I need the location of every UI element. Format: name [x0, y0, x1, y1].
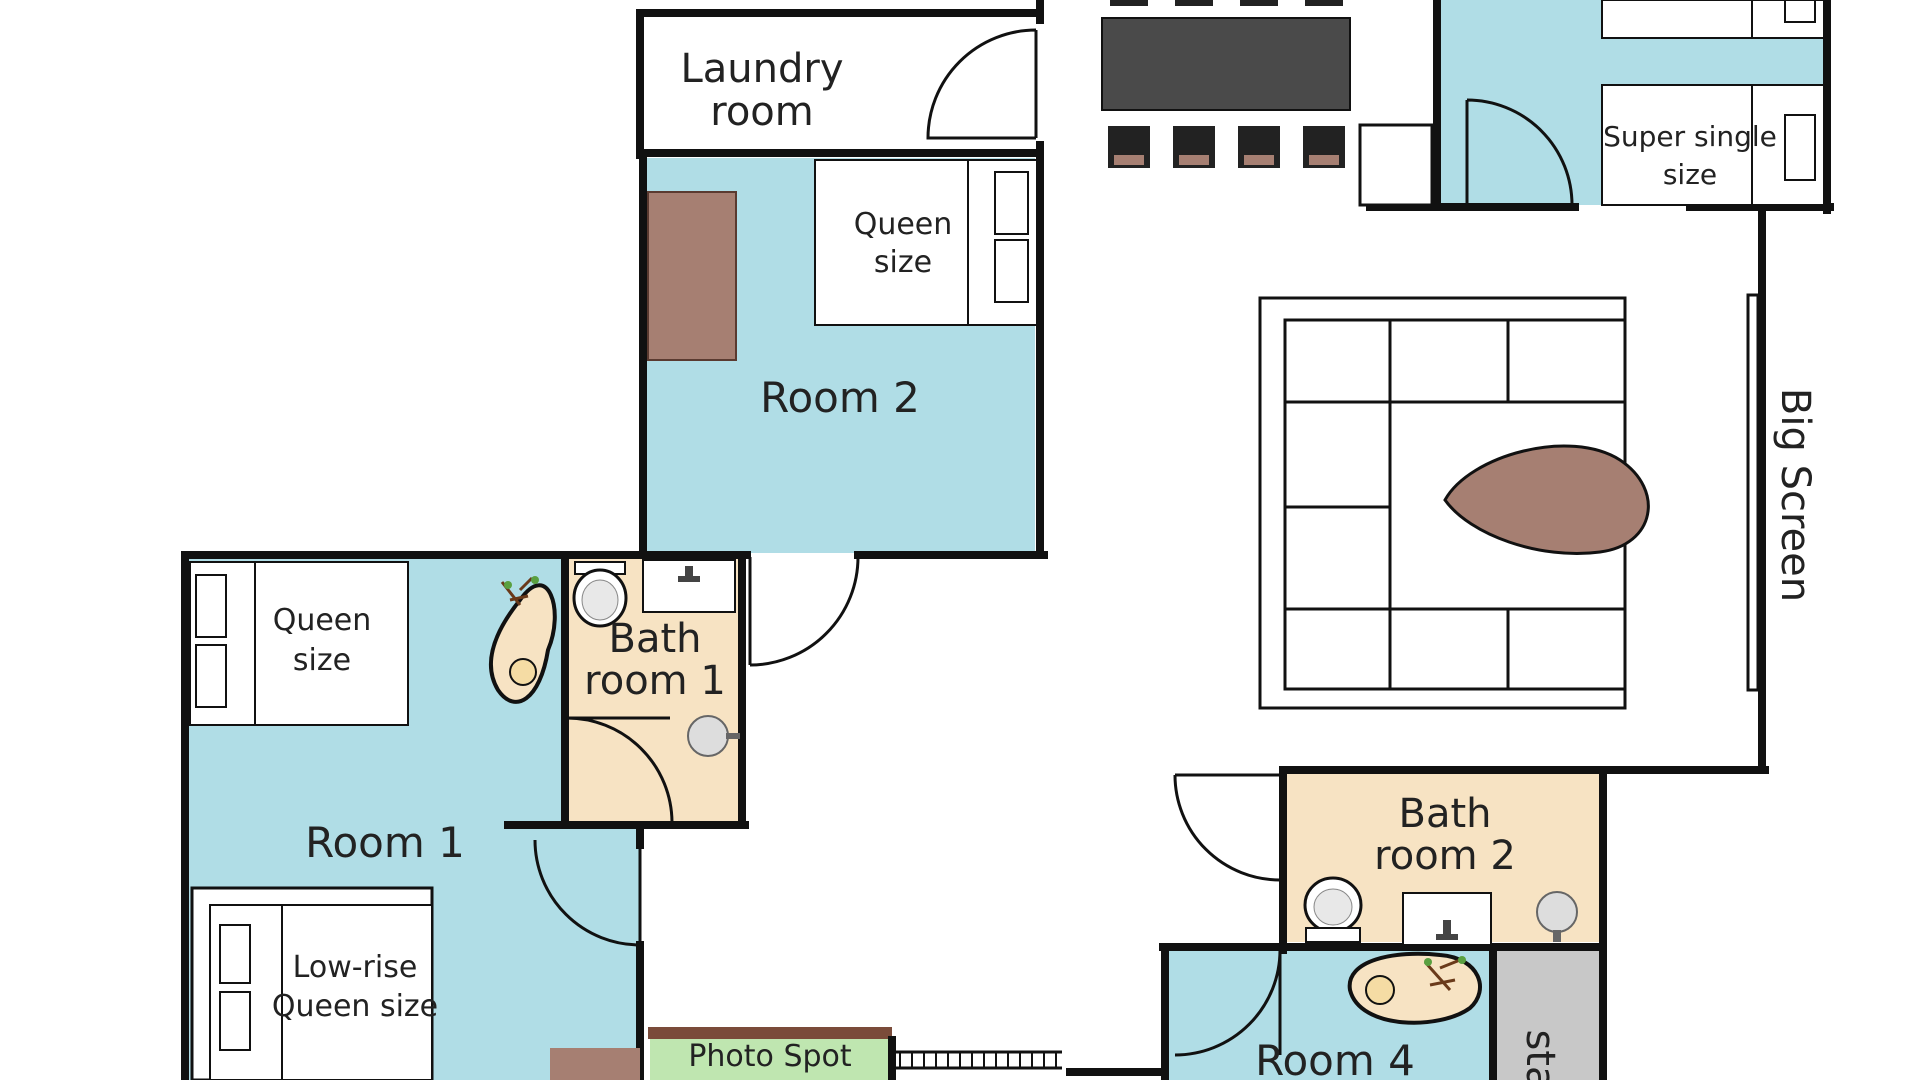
bathroom2-shower-head: [1536, 891, 1578, 942]
room4-door: [1174, 949, 1282, 1057]
walls: [181, 0, 1834, 1080]
room1-bed-2: [190, 886, 434, 1080]
room3-bed-bottom: [1601, 84, 1825, 206]
room1-bed-1: [189, 561, 409, 726]
bathroom1-shower-head: [687, 715, 740, 757]
room3-door: [1465, 98, 1574, 206]
photo-spot-frame: [648, 1027, 892, 1039]
laundry-room-floor: [640, 15, 1035, 150]
room1-bed2-label-1: Low-rise: [293, 950, 418, 985]
dining-chairs: [1108, 126, 1345, 168]
cabinet: [1358, 123, 1434, 207]
room1-bed1-label-1: Queen: [273, 603, 372, 638]
bathroom2-label-1: Bath: [1399, 791, 1492, 837]
bathroom2-sink: [1402, 892, 1492, 946]
room2-bed-label-1: Queen: [854, 207, 953, 242]
room4-label: Room 4: [1255, 1036, 1415, 1080]
bathroom2-toilet: [1303, 876, 1363, 943]
room3-bed-top: [1601, 0, 1825, 39]
room2-desk: [647, 191, 737, 361]
room2-door: [748, 556, 860, 667]
room3-bed-label-1: Super single: [1603, 120, 1777, 153]
dining-table: [1101, 0, 1351, 168]
bathroom1-label-1: Bath: [609, 616, 702, 662]
sectional-sofa: [1283, 318, 1627, 691]
bathroom1-toilet: [572, 561, 628, 628]
room2-bed-label-2: size: [874, 245, 932, 280]
radiator: [892, 1050, 1062, 1070]
storage-floor: [1492, 947, 1600, 1080]
doors: [533, 28, 1574, 1057]
bathroom1-label-2: room 1: [584, 658, 726, 704]
bathroom2-label-2: room 2: [1374, 833, 1516, 879]
room3-bed-label-2: size: [1663, 158, 1717, 191]
room1-bed2-label-2: Queen size: [272, 989, 438, 1024]
photo-spot-label: Photo Spot: [688, 1039, 852, 1074]
room1-dresser: [550, 1048, 640, 1080]
bathroom1-sink: [642, 559, 736, 613]
laundry-room-label-1: Laundry: [680, 46, 843, 92]
coffee-table: [1443, 444, 1650, 555]
room2-bed: [814, 159, 1038, 326]
bathroom2-door: [1173, 773, 1281, 882]
laundry-room-label-2: room: [710, 89, 813, 135]
big-screen-label: Big Screen: [1772, 388, 1818, 602]
big-screen-tv: [1746, 293, 1760, 692]
room1-bathtub: [488, 576, 557, 704]
bathroom1-door: [566, 716, 674, 823]
room2-label: Room 2: [760, 373, 920, 422]
room1-door: [533, 839, 642, 947]
laundry-door: [926, 28, 1038, 140]
room1-label: Room 1: [305, 818, 465, 867]
storage-label: sta: [1517, 1029, 1563, 1080]
room4-bathtub: [1347, 951, 1482, 1025]
room1-bed1-label-2: size: [293, 643, 351, 678]
